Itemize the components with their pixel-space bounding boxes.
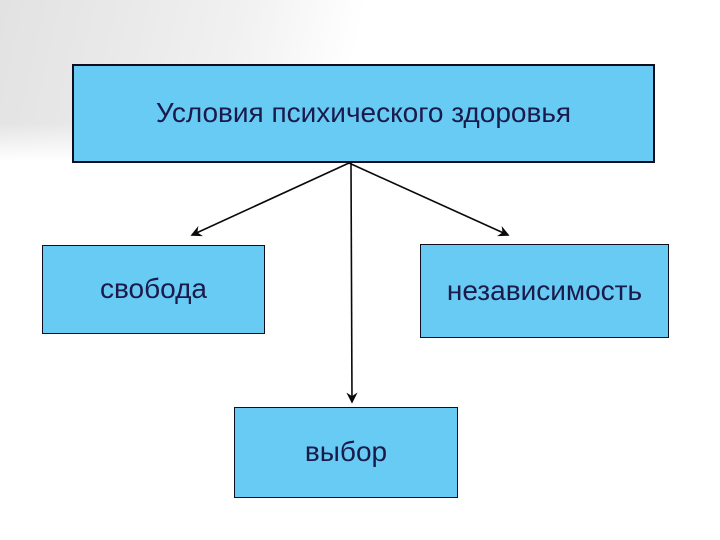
diagram-title-box: Условия психического здоровья — [72, 64, 655, 163]
diagram-box-independence-label: независимость — [446, 274, 643, 306]
diagram-box-choice: выбор — [234, 407, 458, 498]
diagram-box-freedom: свобода — [42, 245, 265, 334]
arrow-to-independence — [348, 162, 510, 237]
diagram-box-choice-label: выбор — [304, 436, 388, 468]
diagram-box-freedom-label: свобода — [99, 273, 208, 305]
diagram-box-independence: независимость — [420, 244, 669, 338]
diagram-title-label: Условия психического здоровья — [155, 97, 572, 129]
arrow-to-freedom — [190, 162, 350, 237]
arrow-to-choice — [346, 162, 358, 404]
